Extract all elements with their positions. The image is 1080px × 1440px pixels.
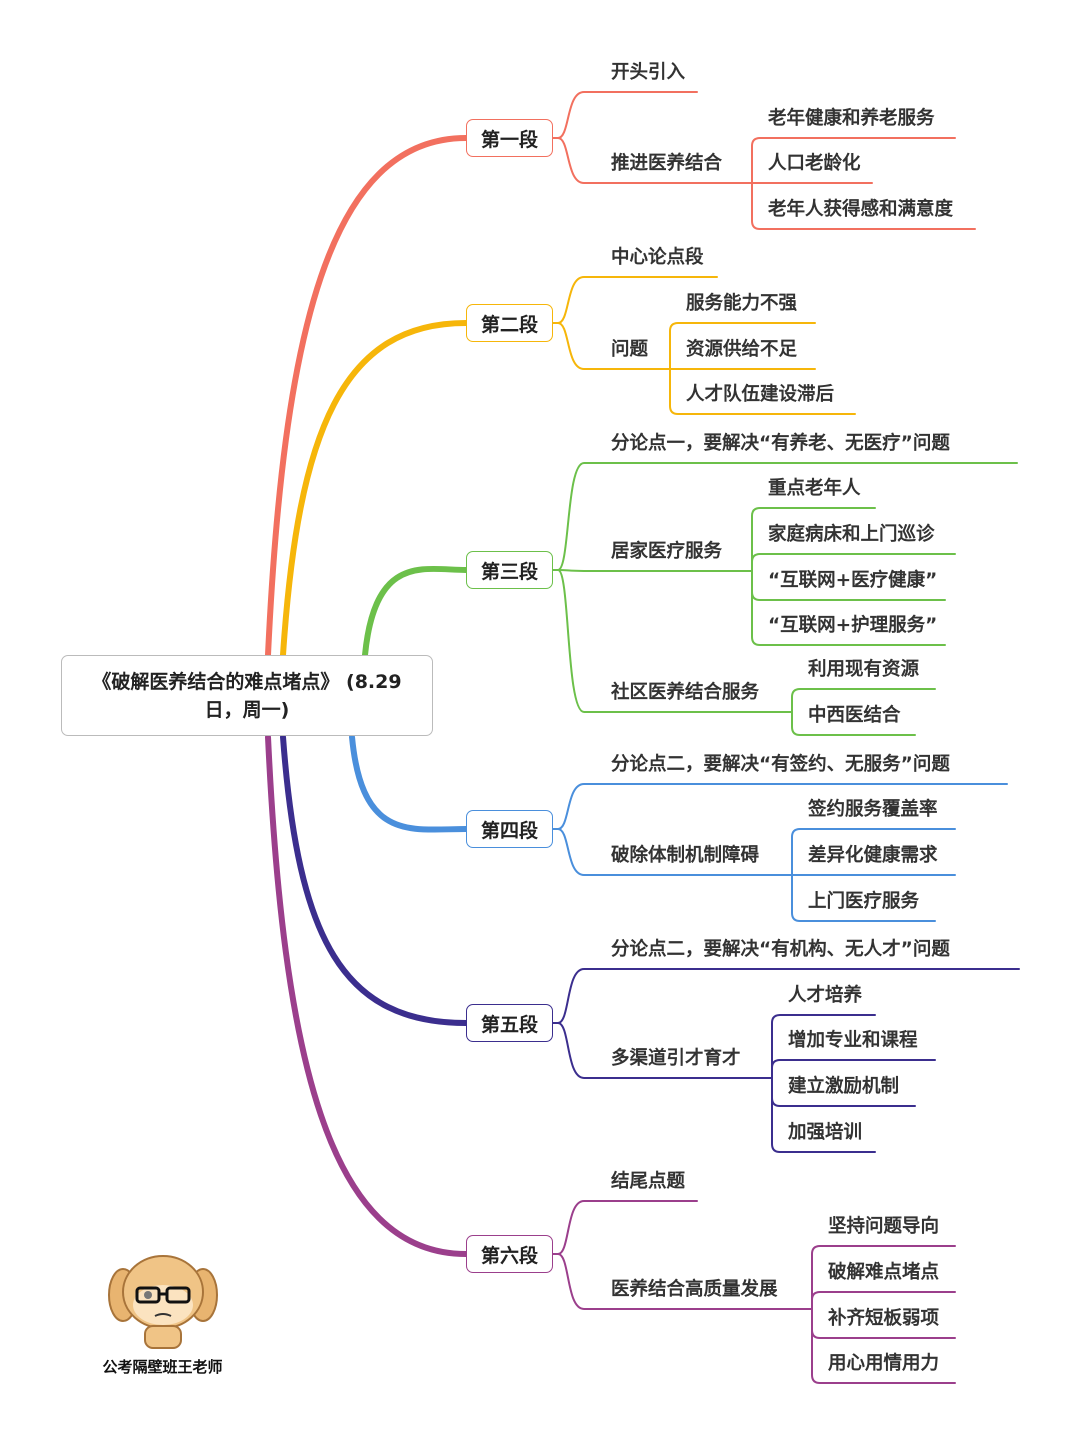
child-connector [557, 1253, 813, 1310]
subtopic-connector [771, 1059, 936, 1079]
topic-node[interactable]: 分论点二，要解决“有机构、无人才”问题 [611, 939, 950, 960]
child-connector [557, 1200, 698, 1255]
subtopic-node[interactable]: 用心用情用力 [828, 1353, 940, 1374]
topic-node[interactable]: 分论点一，要解决“有养老、无医疗”问题 [611, 433, 950, 454]
subtopic-node[interactable]: 签约服务覆盖率 [808, 799, 938, 820]
topic-node[interactable]: 医养结合高质量发展 [611, 1279, 778, 1300]
topic-node[interactable]: 居家医疗服务 [611, 541, 723, 562]
child-connector [557, 828, 793, 876]
subtopic-node[interactable]: 补齐短板弱项 [828, 1308, 940, 1329]
subtopic-connector [791, 828, 956, 876]
topic-node[interactable]: 分论点二，要解决“有签约、无服务”问题 [611, 754, 950, 775]
subtopic-node[interactable]: 中西医结合 [808, 705, 901, 726]
subtopic-node[interactable]: “互联网+护理服务” [768, 615, 938, 636]
subtopic-node[interactable]: 增加专业和课程 [788, 1030, 918, 1051]
child-connector [557, 462, 1018, 571]
topic-node[interactable]: 社区医养结合服务 [611, 682, 760, 703]
child-connector [557, 1022, 773, 1079]
child-connector [557, 91, 698, 139]
subtopic-connector [751, 137, 956, 184]
subtopic-connector [751, 570, 946, 646]
subtopic-node[interactable]: 建立激励机制 [788, 1076, 900, 1097]
subtopic-connector [811, 1291, 956, 1310]
watermark-text: 公考隔壁班王老师 [102, 1358, 223, 1376]
main-branch-4 [349, 734, 469, 833]
subtopic-node[interactable]: “互联网+医疗健康” [768, 570, 938, 591]
root-title-line1: 《破解医养结合的难点堵点》 (8.29 [92, 670, 402, 693]
subtopic-connector [771, 1077, 876, 1153]
section-node-3[interactable]: 第三段 [466, 551, 553, 589]
topic-node[interactable]: 问题 [611, 339, 649, 360]
subtopic-connector [791, 874, 936, 922]
subtopic-connector [751, 182, 976, 230]
subtopic-node[interactable]: 老年健康和养老服务 [768, 108, 935, 129]
subtopic-connector [791, 688, 936, 713]
subtopic-connector [791, 711, 916, 736]
subtopic-node[interactable]: 资源供给不足 [686, 339, 798, 360]
root-title-line2: 日，周一) [204, 698, 290, 721]
section-node-4[interactable]: 第四段 [466, 810, 553, 848]
main-branch-3 [362, 565, 469, 658]
topic-node[interactable]: 开头引入 [611, 62, 686, 83]
child-connector [557, 569, 793, 713]
subtopic-node[interactable]: 人口老龄化 [768, 153, 861, 174]
main-branch-1 [265, 135, 469, 658]
subtopic-node[interactable]: 重点老年人 [768, 478, 861, 499]
section-node-6[interactable]: 第六段 [466, 1235, 553, 1273]
subtopic-connector [669, 322, 816, 370]
main-branch-2 [280, 320, 469, 658]
subtopic-node[interactable]: 破解难点堵点 [828, 1262, 940, 1283]
subtopic-node[interactable]: 人才培养 [788, 985, 863, 1006]
child-connector [557, 276, 718, 324]
topic-node[interactable]: 结尾点题 [611, 1171, 686, 1192]
section-node-2[interactable]: 第二段 [466, 304, 553, 342]
topic-node[interactable]: 破除体制机制障碍 [611, 845, 760, 866]
child-connector [557, 968, 1020, 1024]
subtopic-connector [771, 1014, 876, 1079]
subtopic-node[interactable]: 老年人获得感和满意度 [768, 199, 954, 220]
subtopic-node[interactable]: 家庭病床和上门巡诊 [768, 524, 935, 545]
dog-mascot-icon [107, 1255, 218, 1349]
section-node-1[interactable]: 第一段 [466, 119, 553, 157]
topic-node[interactable]: 多渠道引才育才 [611, 1048, 741, 1069]
root-topic[interactable]: 《破解医养结合的难点堵点》 (8.29 日，周一) [61, 655, 433, 736]
topic-node[interactable]: 中心论点段 [611, 247, 704, 268]
subtopic-connector [751, 553, 956, 572]
subtopic-node[interactable]: 人才队伍建设滞后 [686, 384, 835, 405]
subtopic-node[interactable]: 利用现有资源 [808, 659, 920, 680]
main-branch-6 [265, 734, 469, 1257]
main-branch-5 [280, 734, 469, 1026]
subtopic-connector [811, 1308, 956, 1384]
subtopic-connector [669, 368, 856, 415]
subtopic-node[interactable]: 上门医疗服务 [808, 891, 920, 912]
section-node-5[interactable]: 第五段 [466, 1004, 553, 1042]
watermark-logo: 公考隔壁班王老师 [95, 1250, 230, 1377]
subtopic-node[interactable]: 差异化健康需求 [808, 845, 938, 866]
subtopic-node[interactable]: 坚持问题导向 [828, 1216, 940, 1237]
subtopic-node[interactable]: 服务能力不强 [686, 293, 798, 314]
topic-node[interactable]: 推进医养结合 [611, 153, 723, 174]
child-connector [557, 569, 753, 572]
subtopic-node[interactable]: 加强培训 [788, 1122, 863, 1143]
subtopic-connector [751, 507, 876, 572]
child-connector [557, 322, 671, 370]
subtopic-connector [811, 1245, 956, 1310]
child-connector [557, 137, 753, 184]
child-connector [557, 783, 1008, 830]
